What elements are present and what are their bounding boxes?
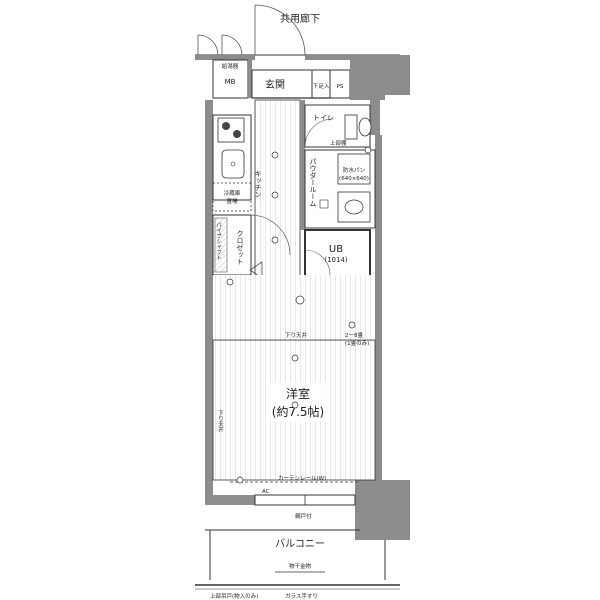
toilet-bowl	[358, 117, 372, 137]
stove-burner-1	[222, 122, 230, 130]
fridge-label-2: 置場	[226, 197, 238, 205]
upper-shelf-label: 上部棚	[330, 139, 347, 147]
bottom-note: 上部吊戸(物入のみ)	[210, 592, 258, 600]
mb-divider	[248, 60, 252, 98]
room-size: (約7.5帖)	[272, 404, 324, 419]
column-top-right	[385, 55, 410, 95]
corridor-door-swing-mid	[221, 34, 243, 56]
wall-right	[375, 135, 382, 480]
mb-label: MB	[225, 78, 236, 86]
column-bottom-right	[355, 480, 410, 540]
wall-top-right	[305, 55, 410, 60]
sink-drain	[230, 161, 236, 167]
powder-sensor	[319, 199, 329, 209]
powder-room-label: パウダールーム	[309, 158, 317, 207]
screen-door-label: 網戸付	[295, 512, 312, 520]
second-bath-label: 2ー8畳	[345, 332, 363, 339]
entrance-door-swing	[254, 4, 306, 56]
ub-door-swing	[304, 249, 331, 276]
kitchen-sink	[221, 149, 245, 179]
second-bath-note: (1畳のみ)	[345, 340, 369, 347]
closet-door-swing	[250, 214, 291, 256]
room-label-bg	[270, 382, 330, 422]
kitchen-label: キッチン	[254, 170, 262, 198]
corridor-door-swing-left	[197, 34, 219, 56]
wall-top-left	[195, 55, 255, 60]
waterproof-pan-label: 防水パン	[343, 166, 366, 174]
pipe-shaft	[214, 217, 228, 273]
room-name: 洋室	[286, 386, 310, 401]
wall-bottom-left	[205, 495, 255, 505]
inner-wall-wet	[300, 100, 305, 230]
closet-arrow	[249, 261, 263, 279]
wash-basin-bowl	[344, 199, 364, 215]
waterproof-pan-size: (640×640)	[339, 176, 369, 182]
glass-handrail-label: ガラス手すり	[285, 592, 318, 600]
toilet-door-swing	[304, 118, 334, 148]
fridge-label: 冷蔵庫	[224, 189, 241, 197]
shoe-box-label: 下足入	[313, 83, 330, 90]
lowered-ceiling-2: 下り天井	[217, 410, 224, 434]
mb-box	[212, 59, 249, 99]
wall-left	[205, 100, 213, 500]
outlet-symbols	[226, 146, 372, 484]
pipe-shaft-label: パイプシャフト	[215, 222, 222, 261]
meter-box-label: 給湯器	[222, 62, 239, 70]
toilet-label: トイレ	[313, 114, 334, 122]
ps-wall	[350, 60, 385, 100]
ub-size: (1014)	[324, 256, 348, 264]
toilet-tank	[344, 114, 358, 140]
corridor-label: 共用廊下	[280, 12, 320, 25]
curtain-rail-label: カーテンレール(W)	[278, 475, 326, 482]
waterproof-pan	[337, 153, 371, 185]
ub-label: UB	[329, 244, 343, 255]
ps-label: PS	[337, 84, 344, 90]
fridge-area	[212, 182, 252, 212]
drying-hardware-label: 物干金物	[289, 562, 312, 570]
closet-label: クロゼット	[236, 230, 244, 265]
lower-hall-floor	[213, 275, 375, 340]
stove-burner-2	[233, 130, 241, 138]
wall-right-upper	[370, 95, 380, 135]
ac-label: AC	[262, 489, 270, 495]
lowered-ceiling-1: 下り天井	[285, 331, 308, 339]
balcony-label: バルコニー	[275, 538, 325, 550]
entrance-label: 玄関	[265, 78, 285, 91]
stove	[217, 117, 245, 143]
